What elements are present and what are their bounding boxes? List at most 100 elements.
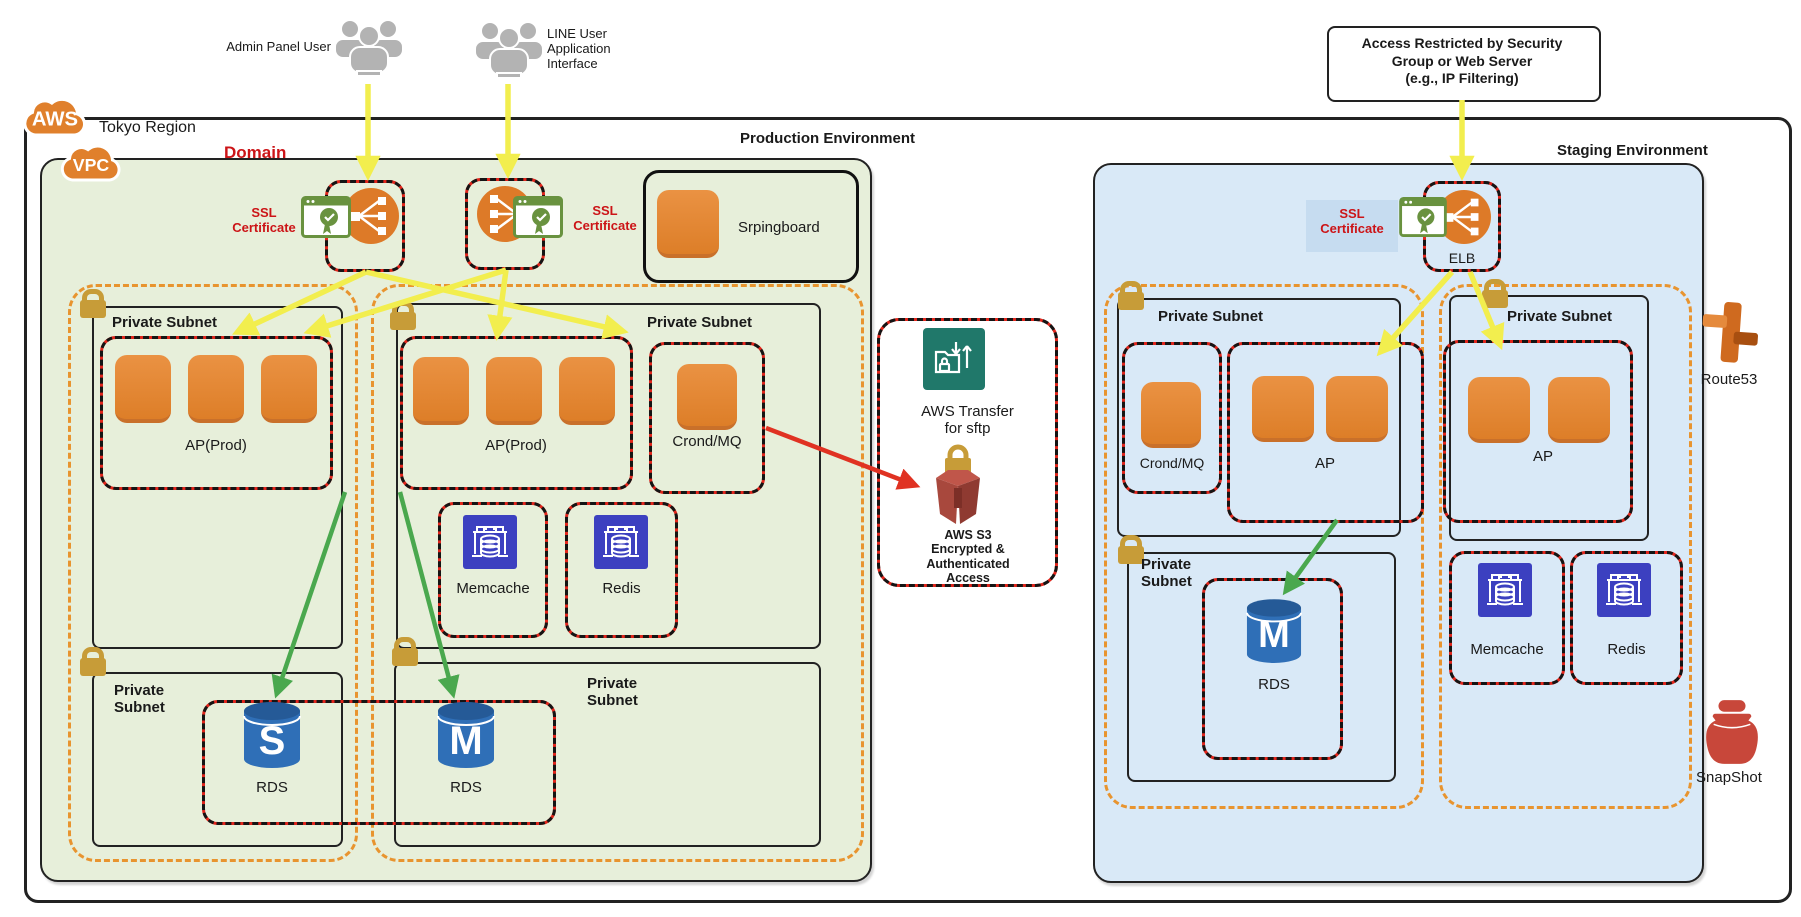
prod-ssl1-line1: SSL xyxy=(251,205,277,220)
staging-elb xyxy=(1437,190,1491,244)
staging-redis-security-box xyxy=(1570,551,1683,685)
ssl-certificate-icon xyxy=(301,196,351,238)
svg-text:AWS: AWS xyxy=(32,109,78,131)
aws-cloud-icon: AWS xyxy=(23,97,87,137)
prod-ssl1-label: SSL Certificate xyxy=(226,205,302,236)
springboard-instance xyxy=(657,190,719,258)
s3-access-label: AWS S3 Encrypted & Authenticated Access xyxy=(898,528,1038,586)
tokyo-region-label: Tokyo Region xyxy=(99,119,196,136)
staging-subnet-g-box xyxy=(1127,552,1396,782)
ec2-instance xyxy=(1468,377,1530,443)
staging-memcache-security-box xyxy=(1449,551,1565,685)
elasticache-icon xyxy=(463,515,517,569)
prod-elb1 xyxy=(343,188,399,244)
rds-database-icon xyxy=(437,702,495,768)
staging-subnet-e-label: Private Subnet xyxy=(1158,308,1264,325)
prod-subnet-a-label: Private Subnet xyxy=(112,314,218,331)
ec2-instance xyxy=(115,355,171,423)
ssl-certificate-icon xyxy=(513,196,563,238)
prod-subnet-d-line1: Private xyxy=(587,675,638,692)
line-user-line2: Application xyxy=(547,40,611,56)
snapshot-label: SnapShot xyxy=(1696,769,1762,786)
lock-icon xyxy=(390,301,416,330)
transfer-label: AWS Transfer for sftp xyxy=(890,403,1045,438)
line-user-line1: LINE User xyxy=(547,26,607,41)
staging-ssl-line1: SSL xyxy=(1339,206,1365,221)
ec2-instance xyxy=(677,364,737,430)
route53-icon xyxy=(1702,302,1758,363)
ec2-instance xyxy=(559,357,615,425)
admin-users-icon xyxy=(334,19,404,77)
ssl-certificate-icon xyxy=(1399,197,1447,237)
svg-text:VPC: VPC xyxy=(73,155,110,175)
prod-subnet-c-line1: Private xyxy=(114,682,165,699)
tokyo-region-box xyxy=(24,117,1792,903)
route53-label: Route53 xyxy=(1700,371,1758,388)
ec2-instance xyxy=(261,355,317,423)
vpc-cloud-icon: VPC xyxy=(60,144,121,182)
prod-rds-security-box xyxy=(202,700,556,825)
prod-ap2-label: AP(Prod) xyxy=(485,437,547,454)
s3-bucket-locked-icon xyxy=(936,444,980,524)
elasticache-icon xyxy=(1478,563,1532,617)
lock-icon xyxy=(1118,535,1144,564)
prod-rds-m-label: RDS xyxy=(450,779,482,796)
prod-ssl2-line2: Certificate xyxy=(573,217,637,233)
lock-icon xyxy=(392,637,418,666)
staging-ap2-security-box xyxy=(1443,340,1633,523)
staging-ap2-label: AP xyxy=(1532,448,1553,465)
staging-left-az-boundary xyxy=(1104,284,1424,809)
prod-subnet-c-line2: Subnet xyxy=(114,699,165,717)
prod-rds-s-letter: S xyxy=(258,719,286,763)
springboard-label: Srpingboard xyxy=(738,219,820,236)
access-note-line1: Access Restricted by Security xyxy=(1361,35,1563,51)
prod-subnet-c-label: Private Subnet xyxy=(114,682,165,717)
load-balancer-icon xyxy=(1437,190,1491,244)
staging-rds-security-box xyxy=(1202,578,1343,760)
ec2-instance xyxy=(413,357,469,425)
staging-subnet-e-box xyxy=(1117,298,1401,537)
prod-rds-s-label: RDS xyxy=(256,779,288,796)
s3-line3: Authenticated xyxy=(926,556,1010,571)
staging-rds-label: RDS xyxy=(1258,676,1290,693)
staging-ssl-label: SSL Certificate xyxy=(1306,206,1398,237)
prod-memcache-label: Memcache xyxy=(456,580,530,597)
s3-line4: Access xyxy=(946,571,990,586)
prod-crond-label: Crond/MQ xyxy=(672,433,742,450)
staging-subnet-f-box xyxy=(1449,295,1649,541)
staging-ap1-label: AP xyxy=(1314,455,1335,472)
line-user-label: LINE User Application Interface xyxy=(547,26,667,72)
domain-label: Domain xyxy=(224,143,287,162)
snapshot-icon xyxy=(1706,700,1758,764)
prod-subnet-d-line2: Subnet xyxy=(587,692,638,710)
lock-icon xyxy=(80,647,106,676)
staging-elb-label: ELB xyxy=(1448,250,1476,266)
line-users-icon xyxy=(474,21,544,79)
staging-right-az-boundary xyxy=(1439,284,1692,809)
transfer-line1: AWS Transfer xyxy=(921,403,1014,420)
staging-memcache-label: Memcache xyxy=(1470,641,1544,658)
lock-icon xyxy=(80,289,106,318)
prod-subnet-d-box xyxy=(394,662,821,847)
s3-line1: AWS S3 xyxy=(944,528,992,542)
elasticache-icon xyxy=(1597,563,1651,617)
staging-subnet-g-label: Private Subnet xyxy=(1141,556,1192,591)
prod-ap2-security-box xyxy=(400,336,633,490)
prod-subnet-b-label: Private Subnet xyxy=(647,314,753,331)
prod-subnet-a-box xyxy=(92,306,343,649)
prod-crond-security-box xyxy=(649,342,765,494)
staging-environment-title: Staging Environment xyxy=(1557,142,1708,159)
s3-line2: Encrypted & xyxy=(931,542,1005,557)
ec2-instance xyxy=(1141,382,1201,448)
lock-icon xyxy=(1118,281,1144,310)
lock-icon xyxy=(1482,279,1508,308)
ec2-instance xyxy=(1326,376,1388,442)
ec2-instance xyxy=(486,357,542,425)
prod-ap1-security-box xyxy=(100,336,333,490)
admin-user-label: Admin Panel User xyxy=(226,39,331,54)
prod-subnet-d-label: Private Subnet xyxy=(587,675,638,710)
staging-rds-letter: M xyxy=(1258,614,1290,656)
aws-transfer-sftp-icon xyxy=(923,328,985,390)
ec2-instance xyxy=(188,355,244,423)
